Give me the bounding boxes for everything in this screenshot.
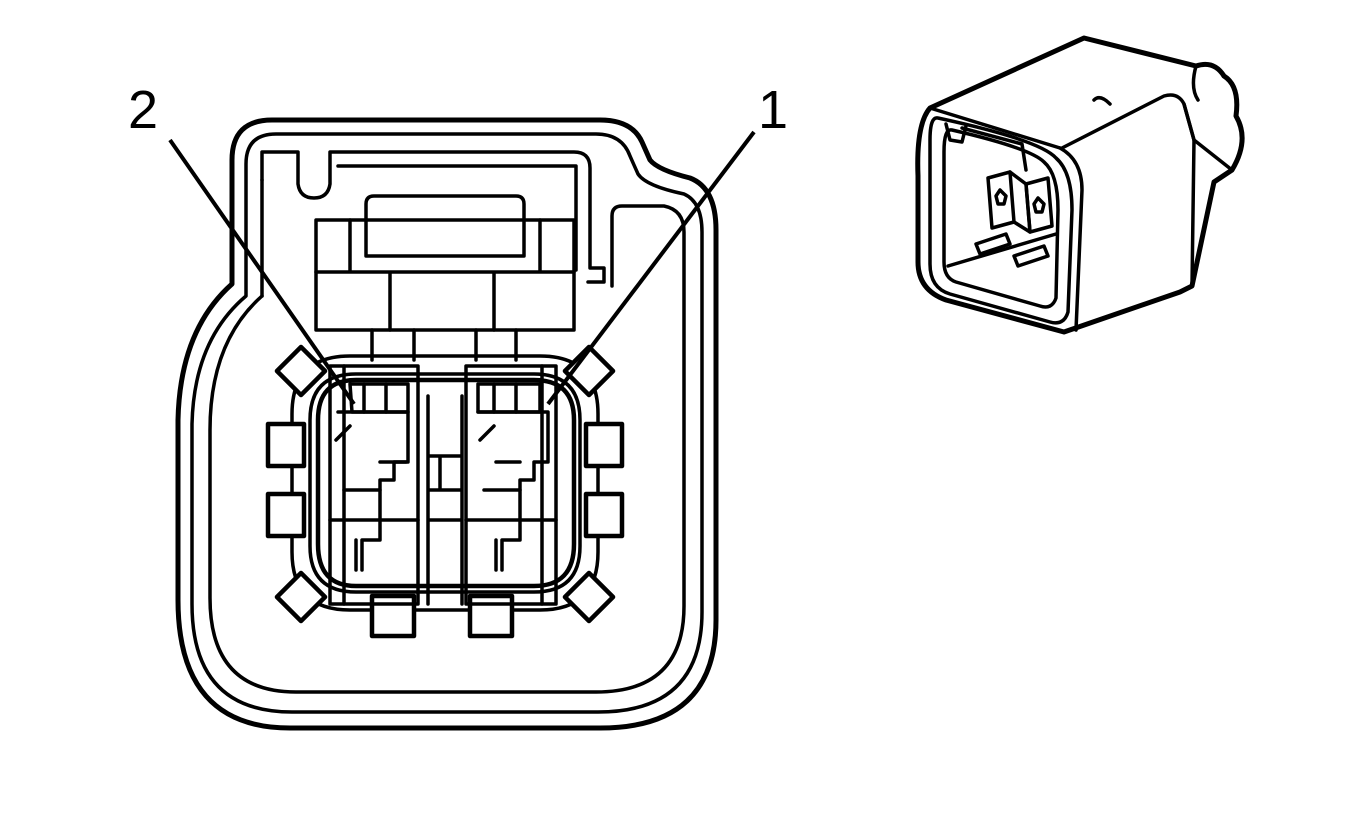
iso-terminals <box>946 170 1058 268</box>
latch-block-detail <box>314 218 576 332</box>
housing-outer-outline <box>175 117 719 731</box>
iso-latch-slot <box>944 122 1028 172</box>
seal-ring-inner <box>308 372 582 594</box>
iso-front-face-inner <box>942 128 1060 309</box>
latch-block <box>314 194 576 332</box>
iso-front-face-outer <box>928 116 1074 325</box>
seal-ribs <box>265 344 625 639</box>
callout-label-2: 2 <box>128 80 158 140</box>
leader-line-1 <box>546 130 756 406</box>
latch-track-inner <box>260 164 578 298</box>
terminal-cavity-1 <box>464 364 558 606</box>
leader-line-2 <box>168 138 356 406</box>
connector-face-view: 2 1 <box>128 80 788 731</box>
latch-posts <box>370 328 518 362</box>
iso-top-ridges <box>928 36 1234 172</box>
callout-label-1: 1 <box>758 80 788 140</box>
housing-inner-outline-2 <box>208 204 686 694</box>
terminal-cavity-2 <box>328 364 420 606</box>
cavity-outline <box>315 377 577 589</box>
iso-body-side <box>1058 102 1196 332</box>
latch-track <box>260 150 606 284</box>
connector-isometric-view <box>915 35 1245 335</box>
housing-inner-outline-1 <box>190 132 704 714</box>
center-divider <box>426 394 464 606</box>
iso-body-outline <box>915 35 1245 335</box>
